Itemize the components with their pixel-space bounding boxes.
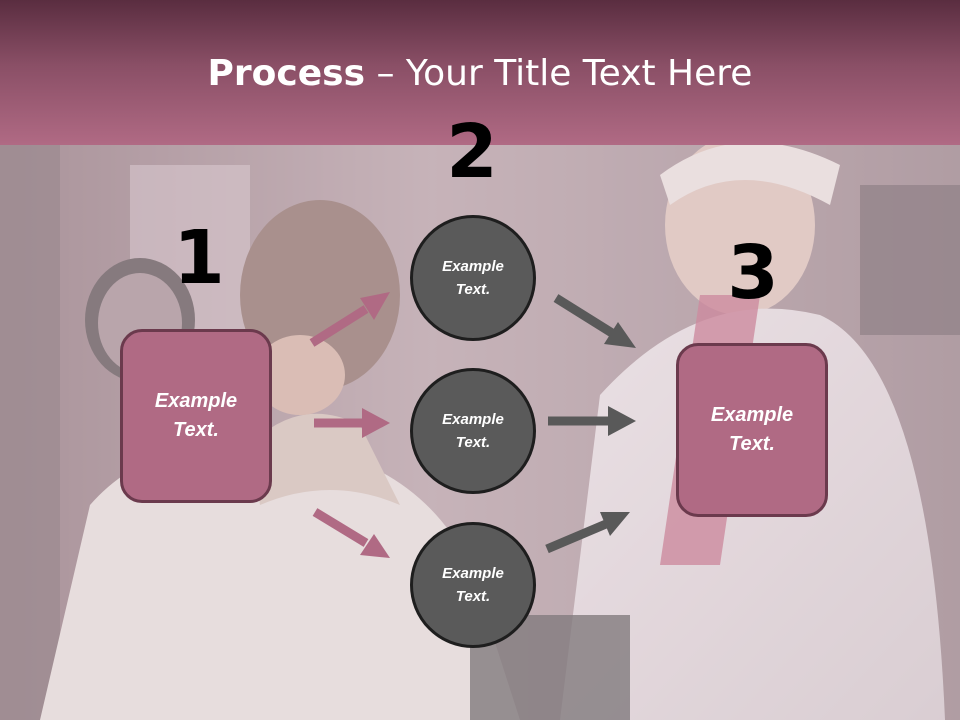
left-step-box-text: Example Text. xyxy=(141,387,251,445)
step-number-1: 1 xyxy=(173,215,225,301)
right-box-line1: Example xyxy=(710,404,794,426)
circle-step-bottom[interactable]: Example Text. xyxy=(410,522,536,648)
circle-middle-line2: Text. xyxy=(455,434,491,451)
circle-bottom-line1: Example xyxy=(442,565,504,582)
step-number-3: 3 xyxy=(727,230,779,316)
left-box-line1: Example xyxy=(154,390,238,412)
circle-bottom-line2: Text. xyxy=(455,588,491,605)
page-title: Process – Your Title Text Here xyxy=(0,52,960,96)
circle-step-middle[interactable]: Example Text. xyxy=(410,368,536,494)
right-step-box-text: Example Text. xyxy=(697,401,807,459)
circle-top-text: Example Text. xyxy=(428,255,518,301)
circle-bottom-text: Example Text. xyxy=(428,562,518,608)
step-number-2: 2 xyxy=(446,109,498,195)
title-bold: Process xyxy=(207,53,366,94)
circle-middle-text: Example Text. xyxy=(428,408,518,454)
title-rest: – Your Title Text Here xyxy=(365,53,753,94)
circle-step-top[interactable]: Example Text. xyxy=(410,215,536,341)
right-step-box[interactable]: Example Text. xyxy=(676,343,828,517)
right-box-line2: Text. xyxy=(729,433,775,455)
circle-middle-line1: Example xyxy=(442,411,504,428)
left-box-line2: Text. xyxy=(173,419,219,441)
circle-top-line1: Example xyxy=(442,258,504,275)
circle-top-line2: Text. xyxy=(455,281,491,298)
left-step-box[interactable]: Example Text. xyxy=(120,329,272,503)
title-bar xyxy=(0,0,960,145)
